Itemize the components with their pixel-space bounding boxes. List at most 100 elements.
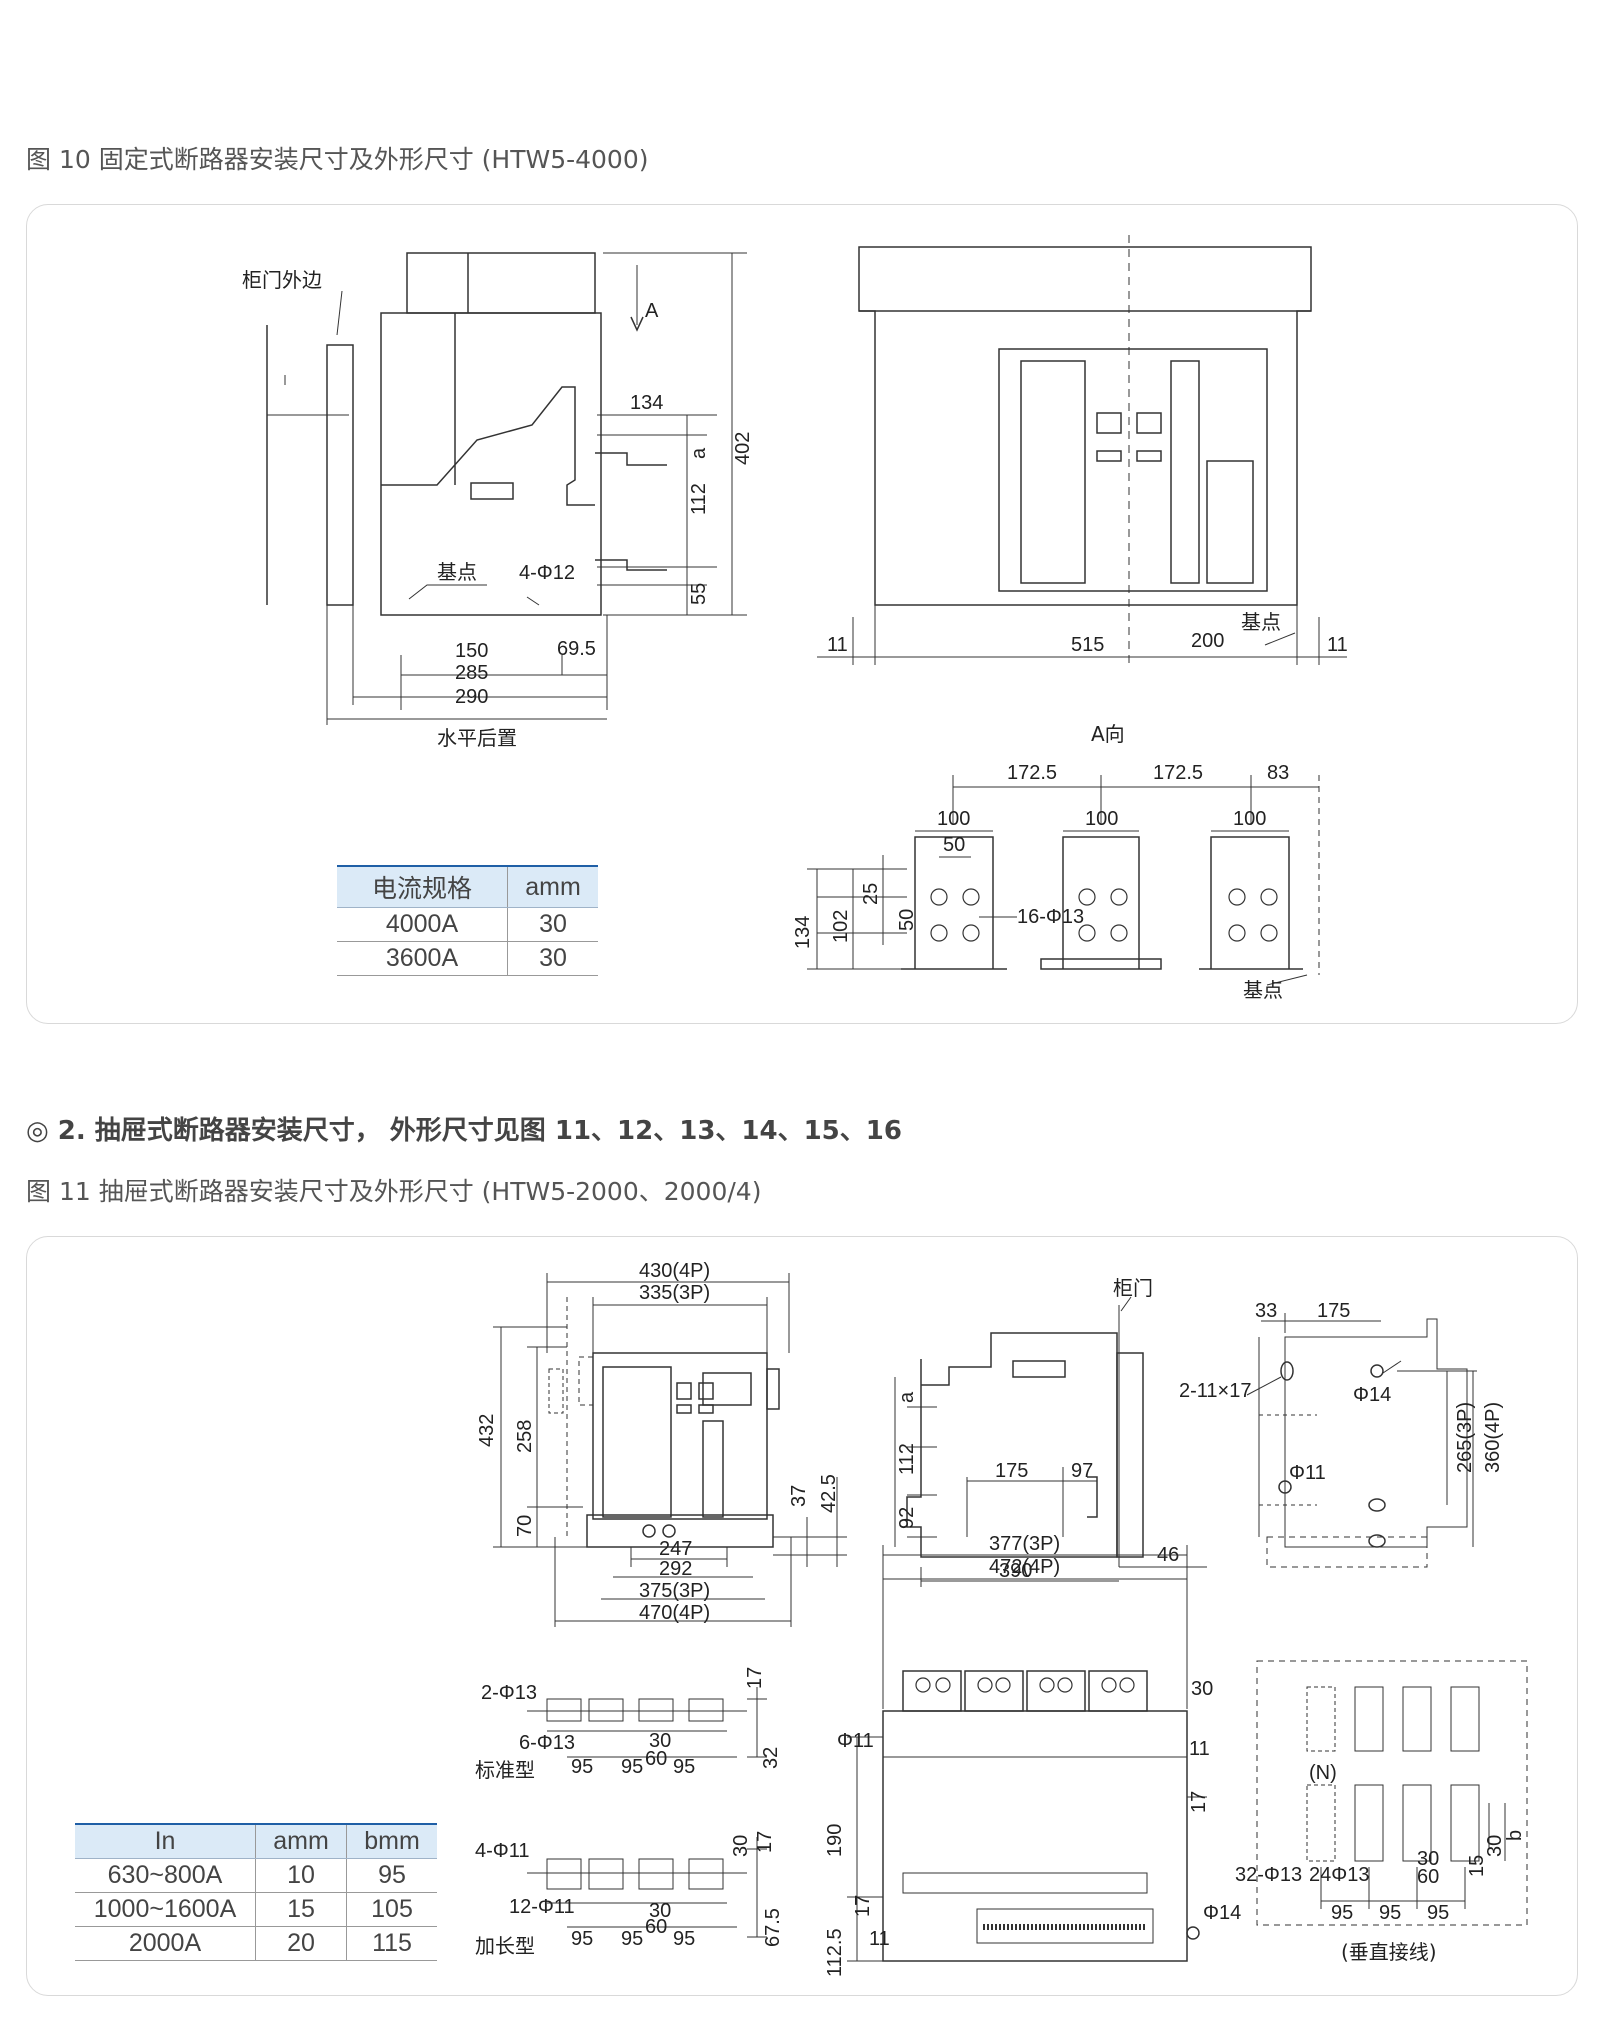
- dim-12-phi11: 12-Φ11: [509, 1896, 575, 1918]
- dim-285: 285: [455, 662, 488, 684]
- table-cell: 10: [255, 1858, 347, 1893]
- fig10-a-view-base-label: 基点: [1241, 610, 1281, 634]
- dim-32: 32: [760, 1747, 782, 1769]
- fig10-door-label: 柜门外边: [242, 268, 322, 292]
- dim-50-vert: 50: [896, 909, 918, 931]
- dim-258: 258: [514, 1420, 536, 1453]
- table-cell: 115: [346, 1926, 437, 1961]
- dim-265-3p: 265(3P): [1454, 1402, 1476, 1473]
- fig11-standard-terminal: [527, 1687, 767, 1758]
- table-cell: 630~800A: [75, 1858, 256, 1893]
- dim-a: a: [688, 447, 710, 459]
- dim-50-top: 50: [943, 834, 965, 856]
- dim-95-ext-a: 95: [571, 1928, 593, 1950]
- fig10-terminal-base-label: 基点: [1243, 978, 1283, 1002]
- fig10-a-view: [817, 235, 1347, 665]
- table-cell: 20: [255, 1926, 347, 1961]
- table-row: 2000A 20 115: [75, 1926, 437, 1961]
- fig10-terminal-holes-label: 16-Φ13: [1017, 906, 1084, 928]
- dim-402: 402: [732, 432, 754, 465]
- dim-17-ext: 17: [754, 1831, 776, 1853]
- table-cell: 2000A: [75, 1926, 256, 1961]
- dim-375-3p: 375(3P): [639, 1580, 710, 1602]
- dim-24phi13: 24Φ13: [1309, 1864, 1369, 1886]
- dim-30-ext: 30: [649, 1900, 671, 1922]
- figure-11-panel: 430(4P) 335(3P) 432 258 70 37 42.5 247 2…: [26, 1236, 1578, 1996]
- dim-11-bottom-left: 11: [869, 1928, 890, 1950]
- dim-55: 55: [688, 583, 710, 605]
- figure-11-drawing: 430(4P) 335(3P) 432 258 70 37 42.5 247 2…: [475, 1260, 1528, 1977]
- figure-10-caption: 图 10 固定式断路器安装尺寸及外形尺寸 (HTW5-4000): [26, 145, 649, 174]
- fig10-base-point-label: 基点: [437, 560, 477, 584]
- dim-377-3p: 377(3P): [989, 1533, 1060, 1555]
- dim-15-vw: 15: [1466, 1855, 1488, 1877]
- dim-33: 33: [1255, 1300, 1277, 1322]
- table-header: In: [75, 1823, 256, 1859]
- fig11-door-label: 柜门: [1113, 1276, 1153, 1300]
- dim-360-4p: 360(4P): [1482, 1402, 1504, 1473]
- table-cell: 105: [346, 1892, 437, 1927]
- dim-67-5: 67.5: [762, 1908, 784, 1947]
- dim-175-mount: 175: [1317, 1300, 1350, 1322]
- dim-phi11-bottom: Φ11: [837, 1730, 874, 1752]
- dim-a-side: a: [896, 1391, 918, 1403]
- dim-292: 292: [659, 1558, 692, 1580]
- dim-phi14-mount: Φ14: [1353, 1384, 1391, 1406]
- dim-150: 150: [455, 640, 488, 662]
- fig11-vertical-wiring: [1256, 1660, 1528, 1926]
- table-header: bmm: [346, 1823, 437, 1859]
- fig10-side-view: [266, 252, 747, 725]
- dim-430-4p: 430(4P): [639, 1260, 710, 1282]
- fig11-bottom-view: [847, 1545, 1207, 1962]
- table-header: amm: [507, 865, 598, 908]
- vertical-wiring-title: (垂直接线): [1341, 1940, 1437, 1964]
- table-header: 电流规格: [337, 865, 508, 908]
- dim-17-bottom-right: 17: [1188, 1791, 1210, 1813]
- fig10-terminal-view: [807, 775, 1320, 986]
- table-cell: 4000A: [337, 907, 508, 942]
- fig11-spec-table: In amm bmm 630~800A 10 95 1000~1600A 15 …: [75, 1823, 437, 1961]
- dim-95-vw-c: 95: [1427, 1902, 1449, 1924]
- dim-335-3p: 335(3P): [639, 1282, 710, 1304]
- dim-190: 190: [824, 1824, 846, 1857]
- fig11-front-view: [493, 1273, 847, 1627]
- dim-390: 390: [999, 1560, 1032, 1582]
- fig10-holes-label: 4-Φ12: [519, 562, 575, 584]
- dim-290: 290: [455, 686, 488, 708]
- table-header-row: In amm bmm: [75, 1823, 437, 1859]
- dim-172-5-a: 172.5: [1007, 762, 1057, 784]
- dim-112-5: 112.5: [824, 1928, 846, 1977]
- dim-100-a: 100: [937, 808, 970, 830]
- table-cell: 3600A: [337, 941, 508, 976]
- dim-97: 97: [1071, 1460, 1093, 1482]
- dim-phi11-mount: Φ11: [1289, 1462, 1326, 1484]
- standard-terminal-title: 标准型: [475, 1758, 535, 1782]
- dim-4-phi11: 4-Φ11: [475, 1840, 530, 1862]
- figure-10-drawing: 柜门外边 A 基点 4-Φ12 134 a 402 112 55 150 69.…: [242, 235, 1348, 1002]
- dim-175-side: 175: [995, 1460, 1028, 1482]
- dim-100-c: 100: [1233, 808, 1266, 830]
- dim-6-phi13: 6-Φ13: [519, 1732, 575, 1754]
- dim-95-std-a: 95: [571, 1756, 593, 1778]
- table-cell: 30: [507, 907, 598, 942]
- dim-172-5-b: 172.5: [1153, 762, 1203, 784]
- fig10-view-a-arrow-label: A: [645, 300, 659, 322]
- dim-472-4p: 472(4P): [989, 1556, 1060, 1578]
- table-row: 4000A 30: [337, 907, 598, 942]
- dim-95-std-c: 95: [673, 1756, 695, 1778]
- dim-30-ext-v: 30: [730, 1835, 752, 1857]
- dim-11-right: 11: [1327, 634, 1348, 656]
- fig10-spec-table: 电流规格 amm 4000A 30 3600A 30: [337, 865, 598, 976]
- dim-95-vw-b: 95: [1379, 1902, 1401, 1924]
- dim-30-vw-vert: 30: [1484, 1835, 1506, 1857]
- dim-134-vert: 134: [792, 916, 814, 949]
- table-cell: 1000~1600A: [75, 1892, 256, 1927]
- dim-60-vw: 60: [1417, 1866, 1439, 1888]
- dim-95-vw-a: 95: [1331, 1902, 1353, 1924]
- fig11-side-view: [894, 1296, 1207, 1587]
- table-row: 3600A 30: [337, 941, 598, 976]
- dim-247: 247: [659, 1538, 692, 1560]
- dim-70: 70: [514, 1515, 536, 1537]
- extended-terminal-title: 加长型: [475, 1934, 535, 1958]
- fig11-extended-terminal: [527, 1837, 767, 1938]
